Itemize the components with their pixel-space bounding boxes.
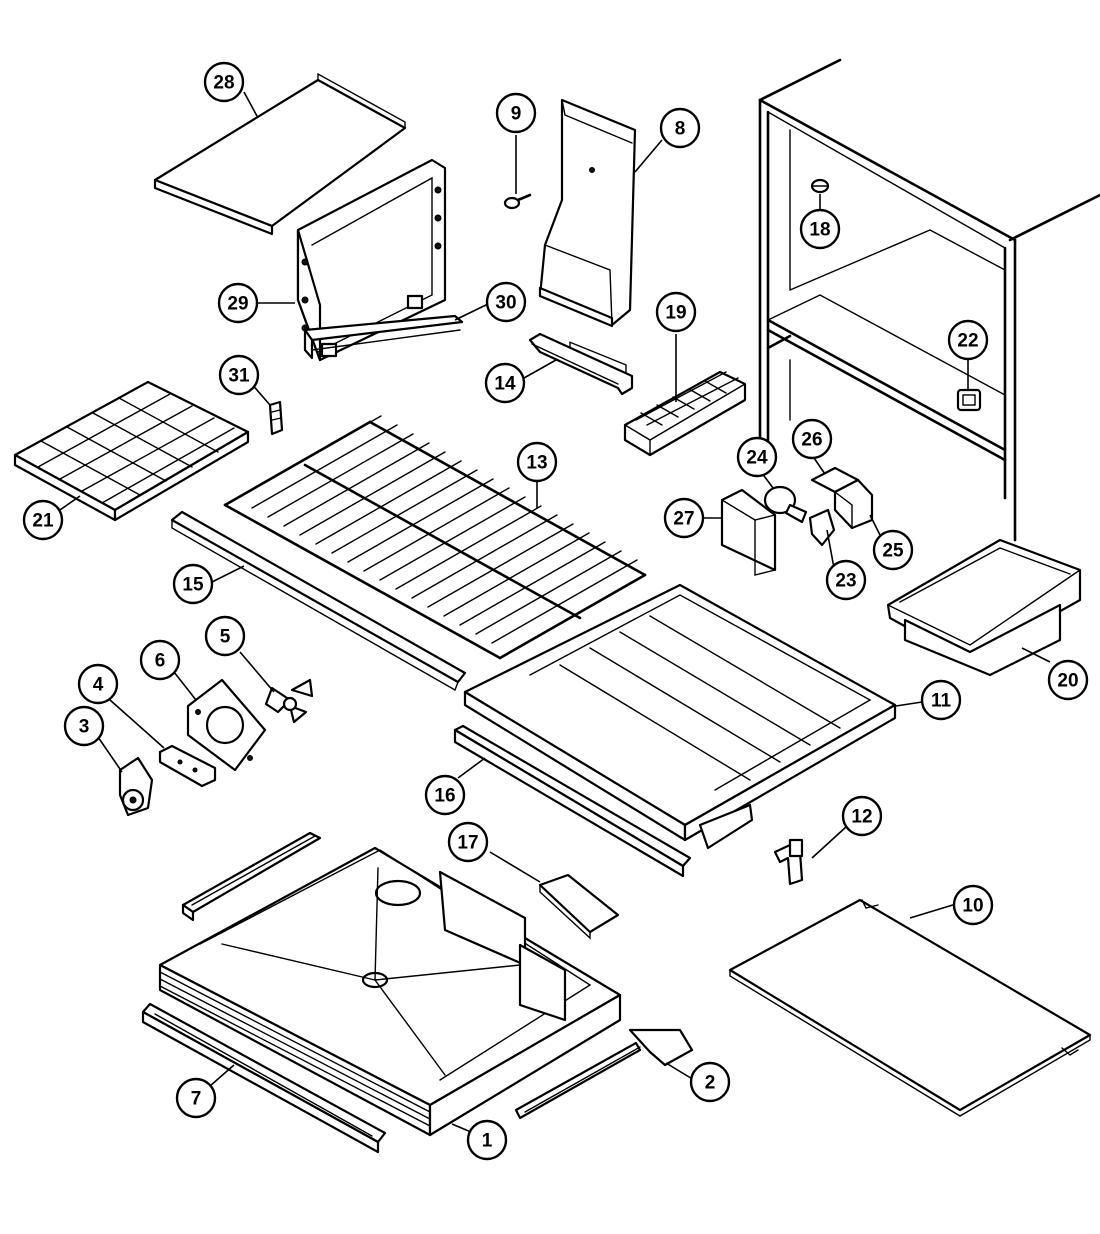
callout-16: 16 [424,774,466,816]
part-11-glass-shelf [463,583,897,850]
part-upper-rail [181,831,322,922]
svg-text:6: 6 [155,651,166,672]
callout-13: 13 [516,441,558,483]
svg-text:19: 19 [665,303,686,324]
svg-text:28: 28 [213,73,234,94]
svg-text:1: 1 [482,1131,493,1152]
callout-31: 31 [218,354,260,396]
callout-25: 25 [872,529,914,571]
callout-19: 19 [655,291,697,333]
part-14-bracket [528,332,634,396]
callout-20: 20 [1047,659,1089,701]
svg-text:26: 26 [801,430,822,451]
svg-text:8: 8 [675,119,686,140]
callout-10: 10 [952,884,994,926]
svg-text:2: 2 [705,1073,716,1094]
svg-text:22: 22 [957,331,978,352]
callout-22: 22 [947,319,989,361]
part-17-cover-plate [538,873,620,940]
callout-6: 6 [139,639,181,681]
svg-text:31: 31 [228,366,250,387]
svg-text:7: 7 [191,1089,202,1110]
part-5-fan-blade [264,678,314,724]
svg-text:20: 20 [1057,671,1078,692]
callout-12: 12 [841,795,883,837]
callout-15: 15 [172,563,214,605]
callout-27: 27 [663,497,705,539]
svg-text:21: 21 [32,511,54,532]
part-13-wire-shelf [223,415,647,660]
callout-24: 24 [736,436,778,478]
callout-18: 18 [799,208,841,250]
svg-text:12: 12 [851,807,872,828]
part-12-clip [773,838,804,886]
part-3-fan-motor [118,756,154,817]
svg-text:3: 3 [79,717,90,738]
part-28-shelf-panel [153,72,407,236]
part-7-rail [141,1002,387,1154]
svg-text:25: 25 [882,541,904,562]
svg-text:24: 24 [746,448,768,469]
svg-text:10: 10 [962,896,983,917]
part-22-switch [956,388,982,412]
svg-text:27: 27 [673,509,694,530]
svg-text:14: 14 [494,374,516,395]
part-27-light-shield [720,488,777,576]
svg-text:4: 4 [93,675,104,696]
callout-9: 9 [495,92,537,134]
part-24-light-bulb [763,485,808,524]
part-15-shelf-rail [170,510,467,692]
part-9-screw [503,193,532,210]
callout-1: 1 [466,1119,508,1161]
svg-text:5: 5 [220,627,231,648]
svg-text:29: 29 [227,294,248,315]
callout-14: 14 [484,362,526,404]
part-1-base-pan [158,846,622,1137]
callout-30: 30 [485,281,527,323]
svg-text:23: 23 [835,571,856,592]
part-23-light-socket [808,508,836,547]
callout-26: 26 [791,418,833,460]
part-2-rail [514,1028,694,1120]
callout-7: 7 [175,1077,217,1119]
part-21-freezer-rack [13,380,250,522]
callout-28: 28 [203,61,245,103]
part-18-plug [810,178,830,194]
callout-29: 29 [217,282,259,324]
callout-4: 4 [77,663,119,705]
part-30-front-strip [303,314,464,360]
part-4-bracket [158,744,217,788]
part-10-bottom-panel [728,898,1092,1117]
svg-text:30: 30 [495,293,516,314]
callout-2: 2 [689,1061,731,1103]
svg-text:17: 17 [457,833,478,854]
part-20-crisper-drawer [886,538,1082,677]
svg-text:11: 11 [931,691,952,712]
svg-text:15: 15 [182,575,204,596]
callout-5: 5 [204,615,246,657]
cabinet-frame [758,58,1100,542]
part-6-fan-shroud [186,678,267,772]
part-8-duct-cover [538,98,637,384]
svg-text:16: 16 [434,786,455,807]
callout-11: 11 [920,679,962,721]
callout-23: 23 [825,559,867,601]
callout-21: 21 [22,499,64,541]
part-16-front-trim [453,724,692,878]
callout-8: 8 [659,107,701,149]
svg-text:18: 18 [809,220,830,241]
part-19-ice-tray [623,370,747,457]
callout-3: 3 [63,705,105,747]
part-26-25-control-housing [810,466,874,530]
callout-17: 17 [447,821,489,863]
svg-text:13: 13 [526,453,547,474]
svg-text:9: 9 [511,104,522,125]
part-31-clip [268,400,284,436]
